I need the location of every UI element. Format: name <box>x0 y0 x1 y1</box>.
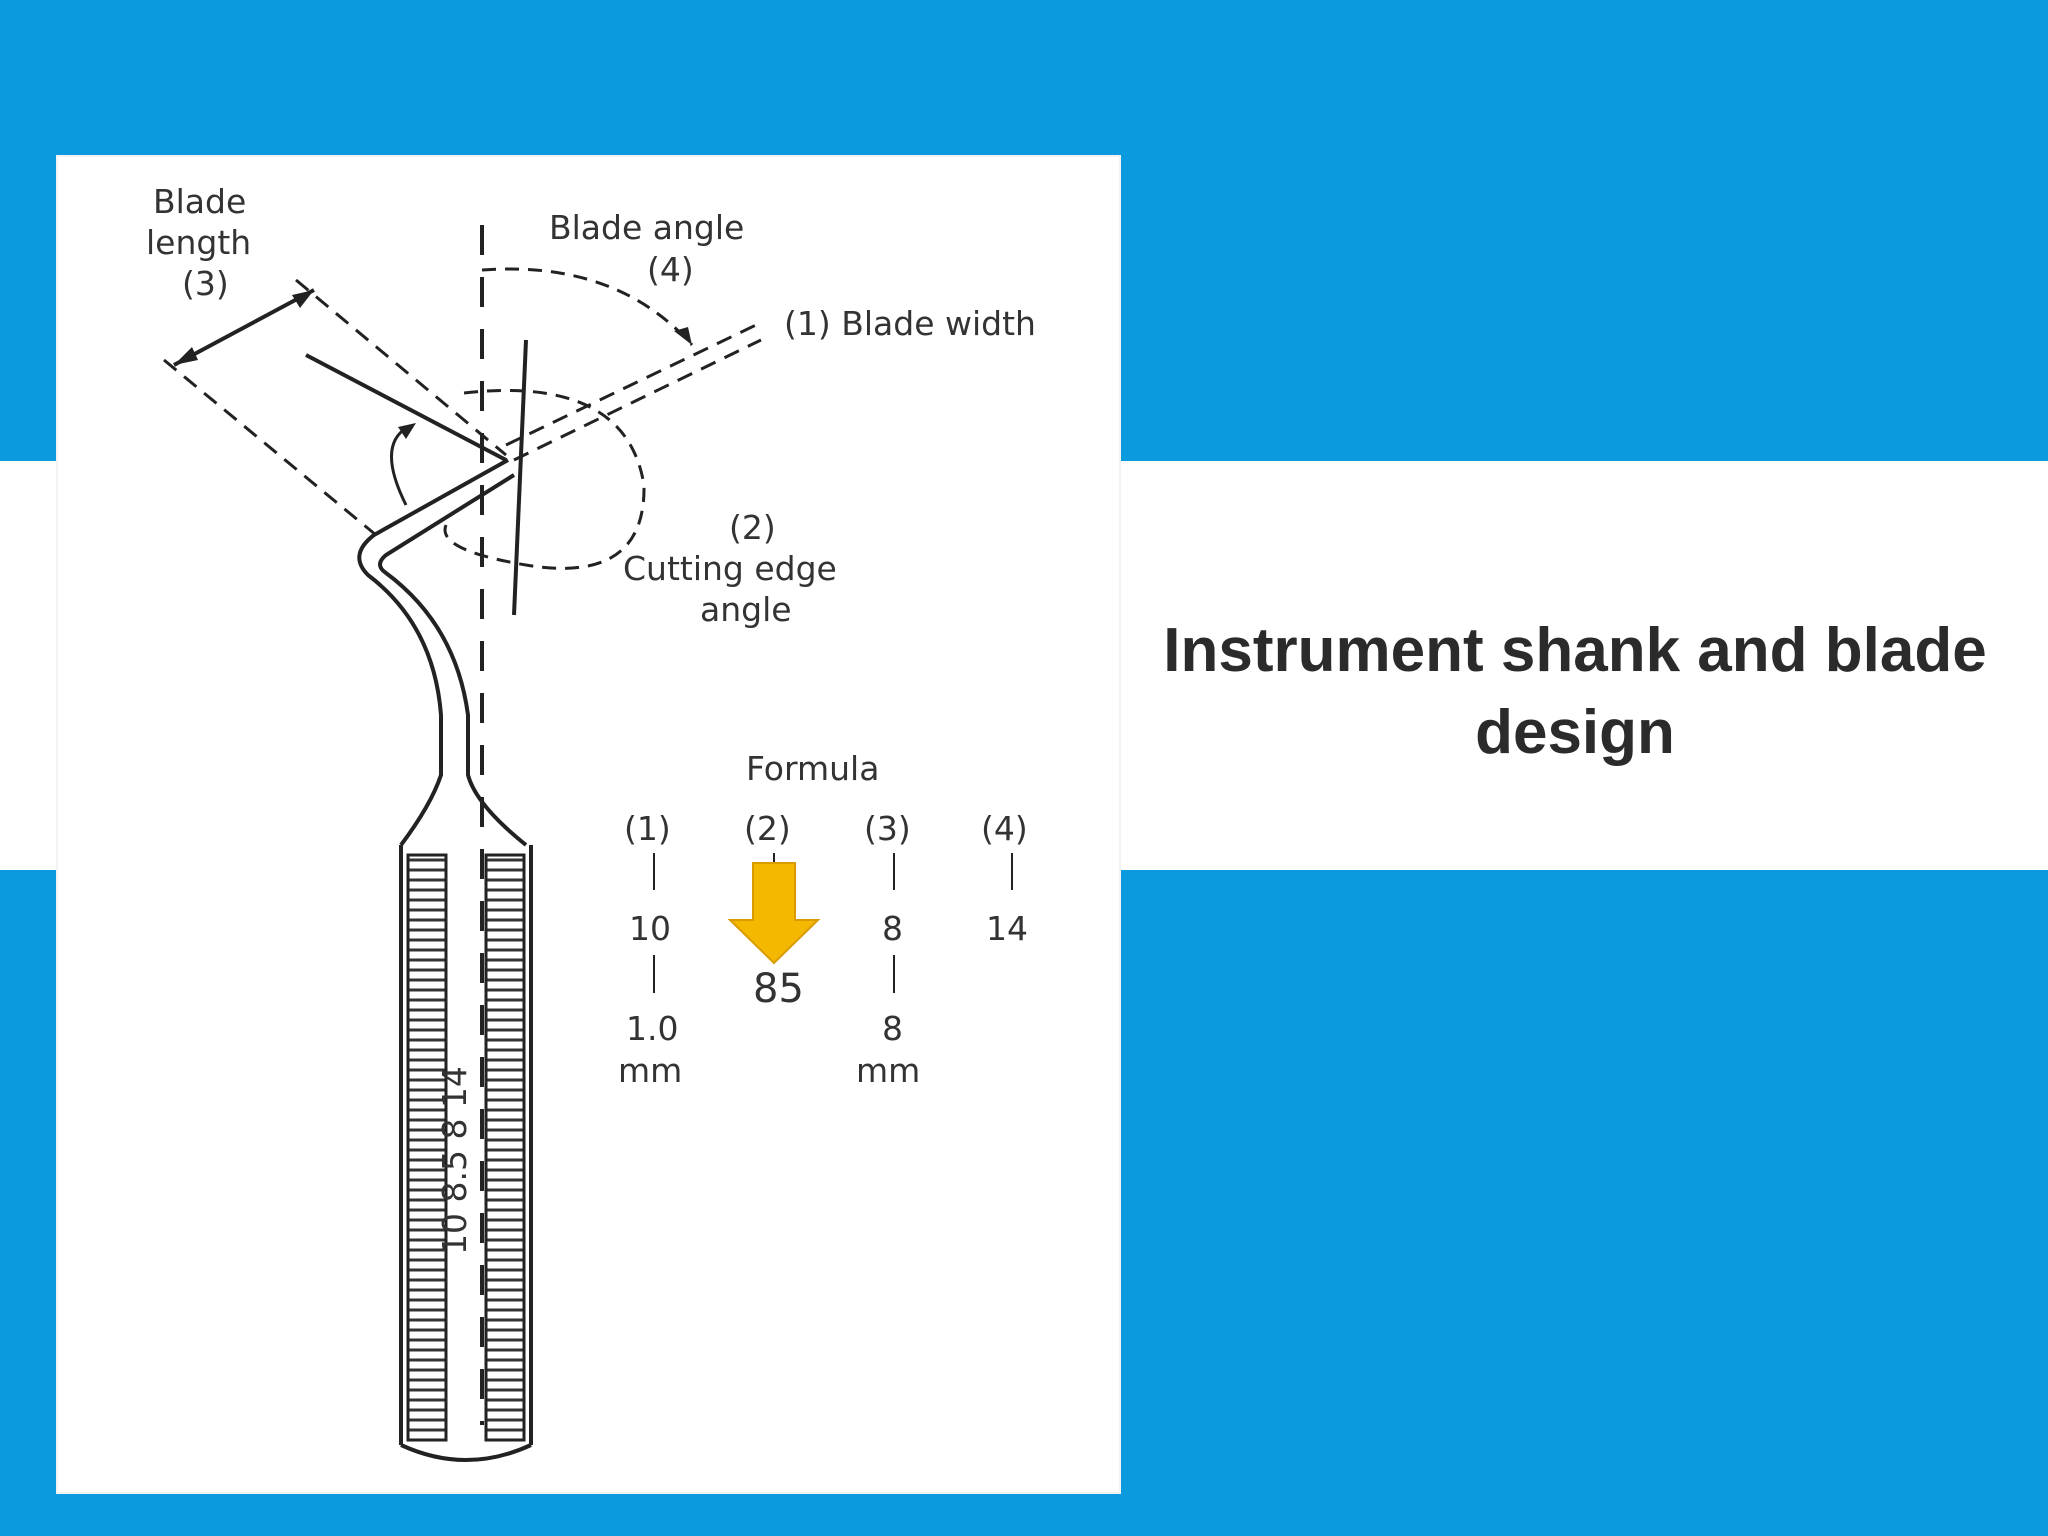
blade-length-label-line2: length <box>146 223 251 262</box>
annotation-value: 85 <box>753 966 804 1012</box>
cutting-edge-label-line1: (2) <box>729 508 776 547</box>
formula-value-3: 8 <box>882 909 903 948</box>
slide-title: Instrument shank and blade design <box>1163 616 1987 767</box>
formula-title: Formula <box>746 749 879 788</box>
formula-value-4: 14 <box>986 909 1028 948</box>
formula-unit-3: mm <box>856 1051 920 1090</box>
blade-length-arrow-right <box>292 290 314 308</box>
blade-length-extension-bottom <box>163 358 377 537</box>
formula-value-1: 10 <box>629 909 671 948</box>
instrument-diagram-svg: Blade length (3) Blade angle (4) (1) Bla… <box>146 182 1036 1462</box>
blade-angle-label-line1: Blade angle <box>549 208 744 247</box>
blade-width-line-1 <box>505 323 757 447</box>
shank-outline-left <box>357 458 509 847</box>
blade-angle-arrowhead <box>674 327 692 345</box>
cutting-edge-label-line3: angle <box>700 590 792 629</box>
cutting-edge-line <box>512 339 528 616</box>
formula-unit-value-1: 1.0 <box>626 1009 678 1048</box>
formula-header-1: (1) <box>624 809 671 848</box>
blade-width-label: (1) Blade width <box>784 304 1036 343</box>
instrument-diagram: Blade length (3) Blade angle (4) (1) Bla… <box>56 155 1121 1494</box>
shank-outline-right <box>378 473 528 847</box>
handle-serration-right <box>484 853 526 1442</box>
cutting-edge-small-arc <box>390 425 409 506</box>
handle-serration-left <box>406 853 448 1442</box>
blade-angle-arc <box>481 267 694 347</box>
blade-length-dimension <box>173 288 315 367</box>
cutting-edge-arrowhead <box>398 423 416 439</box>
formula-header-2: (2) <box>744 809 791 848</box>
cutting-edge-angle-circle <box>443 389 646 570</box>
blade-width-line-2 <box>513 338 762 462</box>
blade-length-label-line3: (3) <box>182 264 229 303</box>
blade-angle-label-line2: (4) <box>647 250 694 289</box>
formula-unit-1: mm <box>618 1051 682 1090</box>
formula-unit-value-3: 8 <box>882 1009 903 1048</box>
handle-bottom <box>400 1443 532 1462</box>
blade-length-arrow-left <box>174 347 198 365</box>
blade-length-extension-top <box>295 278 507 457</box>
blade-line <box>305 353 507 462</box>
formula-header-3: (3) <box>864 809 911 848</box>
formula-header-4: (4) <box>981 809 1028 848</box>
handle: 10 8.5 8 14 <box>399 845 533 1462</box>
arrow-down-icon <box>727 862 821 965</box>
cutting-edge-label-line2: Cutting edge <box>623 549 837 588</box>
handle-marking: 10 8.5 8 14 <box>435 1066 474 1255</box>
blade-length-label-line1: Blade <box>153 182 246 221</box>
